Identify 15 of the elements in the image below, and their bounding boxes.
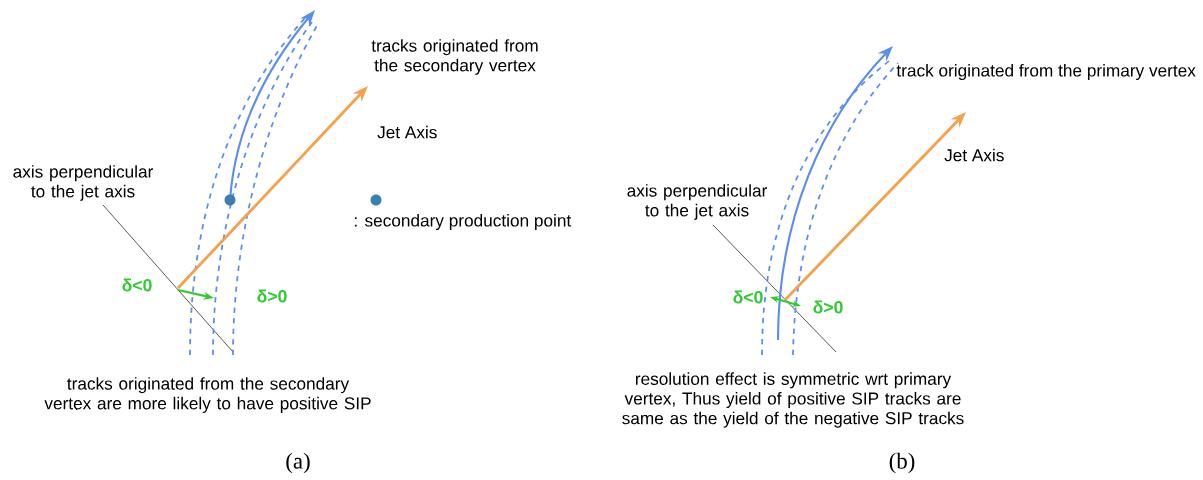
panel-label: (b) bbox=[889, 452, 915, 474]
delta-label: δ<0 bbox=[122, 278, 152, 292]
annotation-text: axis perpendicular to the jet axis bbox=[627, 184, 768, 220]
axis-label: Jet Axis bbox=[377, 125, 437, 139]
annotation-text: track originated from the primary vertex bbox=[896, 63, 1196, 81]
legend-text: : secondary production point bbox=[354, 213, 572, 231]
delta-label: δ>0 bbox=[257, 289, 287, 303]
annotation-text: tracks originated from the secondary vertex bbox=[371, 39, 538, 75]
annotation-text: resolution effect is symmetric wrt primary vertex, Thus yield of positive SIP tracks are same as the yield of the negative SIP tracks bbox=[622, 372, 964, 428]
delta-label: δ<0 bbox=[733, 290, 763, 304]
annotation-text: tracks originated from the secondary vertex are more likely to have positive SIP bbox=[44, 377, 371, 413]
panel-label: (a) bbox=[286, 452, 310, 474]
axis-label: Jet Axis bbox=[944, 148, 1004, 162]
annotation-text: axis perpendicular to the jet axis bbox=[13, 165, 154, 201]
delta-label: δ>0 bbox=[813, 300, 843, 314]
